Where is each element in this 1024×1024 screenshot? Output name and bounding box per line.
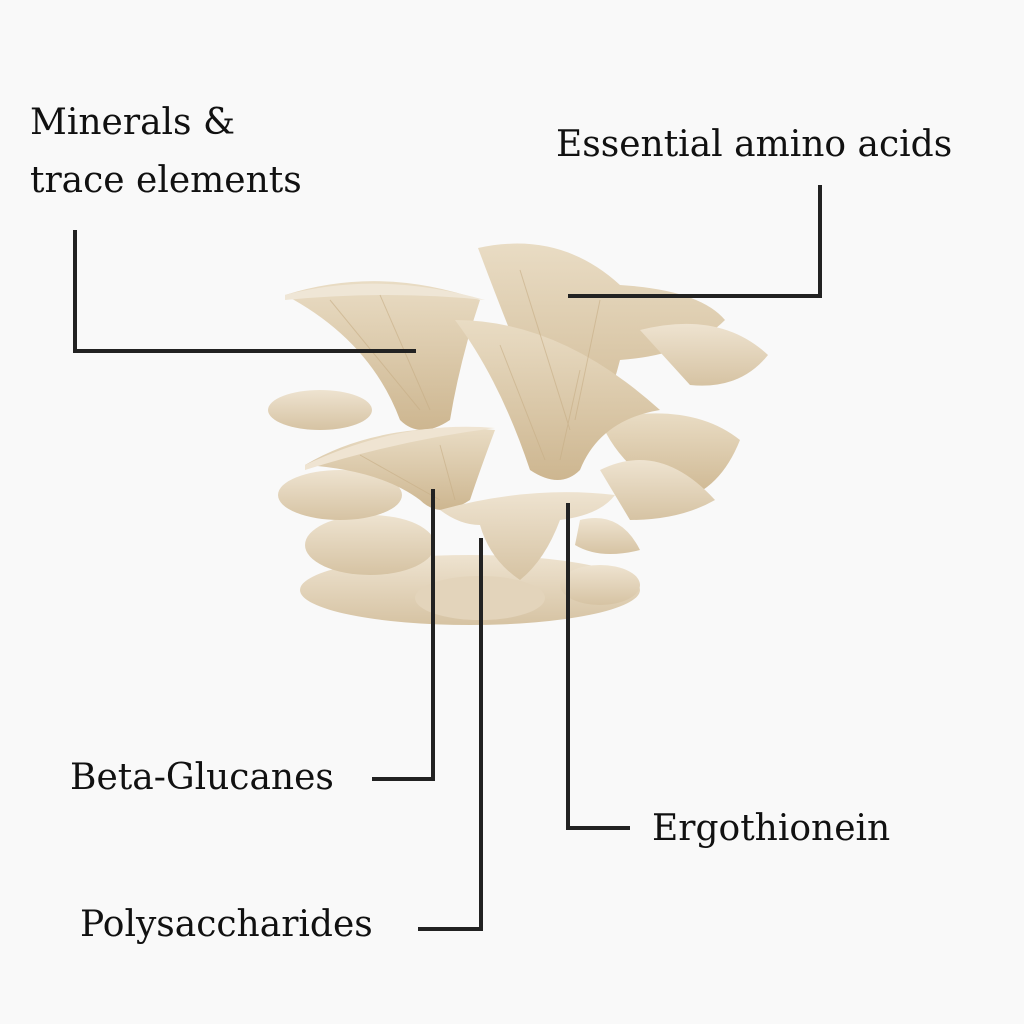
label-essential-amino-acids: Essential amino acids bbox=[556, 124, 953, 165]
label-minerals-line2: trace elements bbox=[30, 160, 302, 201]
oyster-mushroom-cluster bbox=[268, 243, 768, 625]
leader-line-beta-glucanes bbox=[372, 489, 435, 781]
leader-line-minerals bbox=[73, 230, 416, 353]
leader-line-ergothionein bbox=[566, 503, 630, 830]
label-minerals-line1: Minerals & bbox=[30, 102, 236, 143]
label-minerals: Minerals & trace elements bbox=[30, 94, 302, 210]
label-beta-glucanes: Beta-Glucanes bbox=[70, 757, 334, 798]
label-polysaccharides: Polysaccharides bbox=[80, 904, 373, 945]
leader-line-amino-acids bbox=[568, 185, 822, 298]
label-ergothionein: Ergothionein bbox=[652, 808, 891, 849]
leader-line-polysaccharides bbox=[418, 538, 483, 931]
